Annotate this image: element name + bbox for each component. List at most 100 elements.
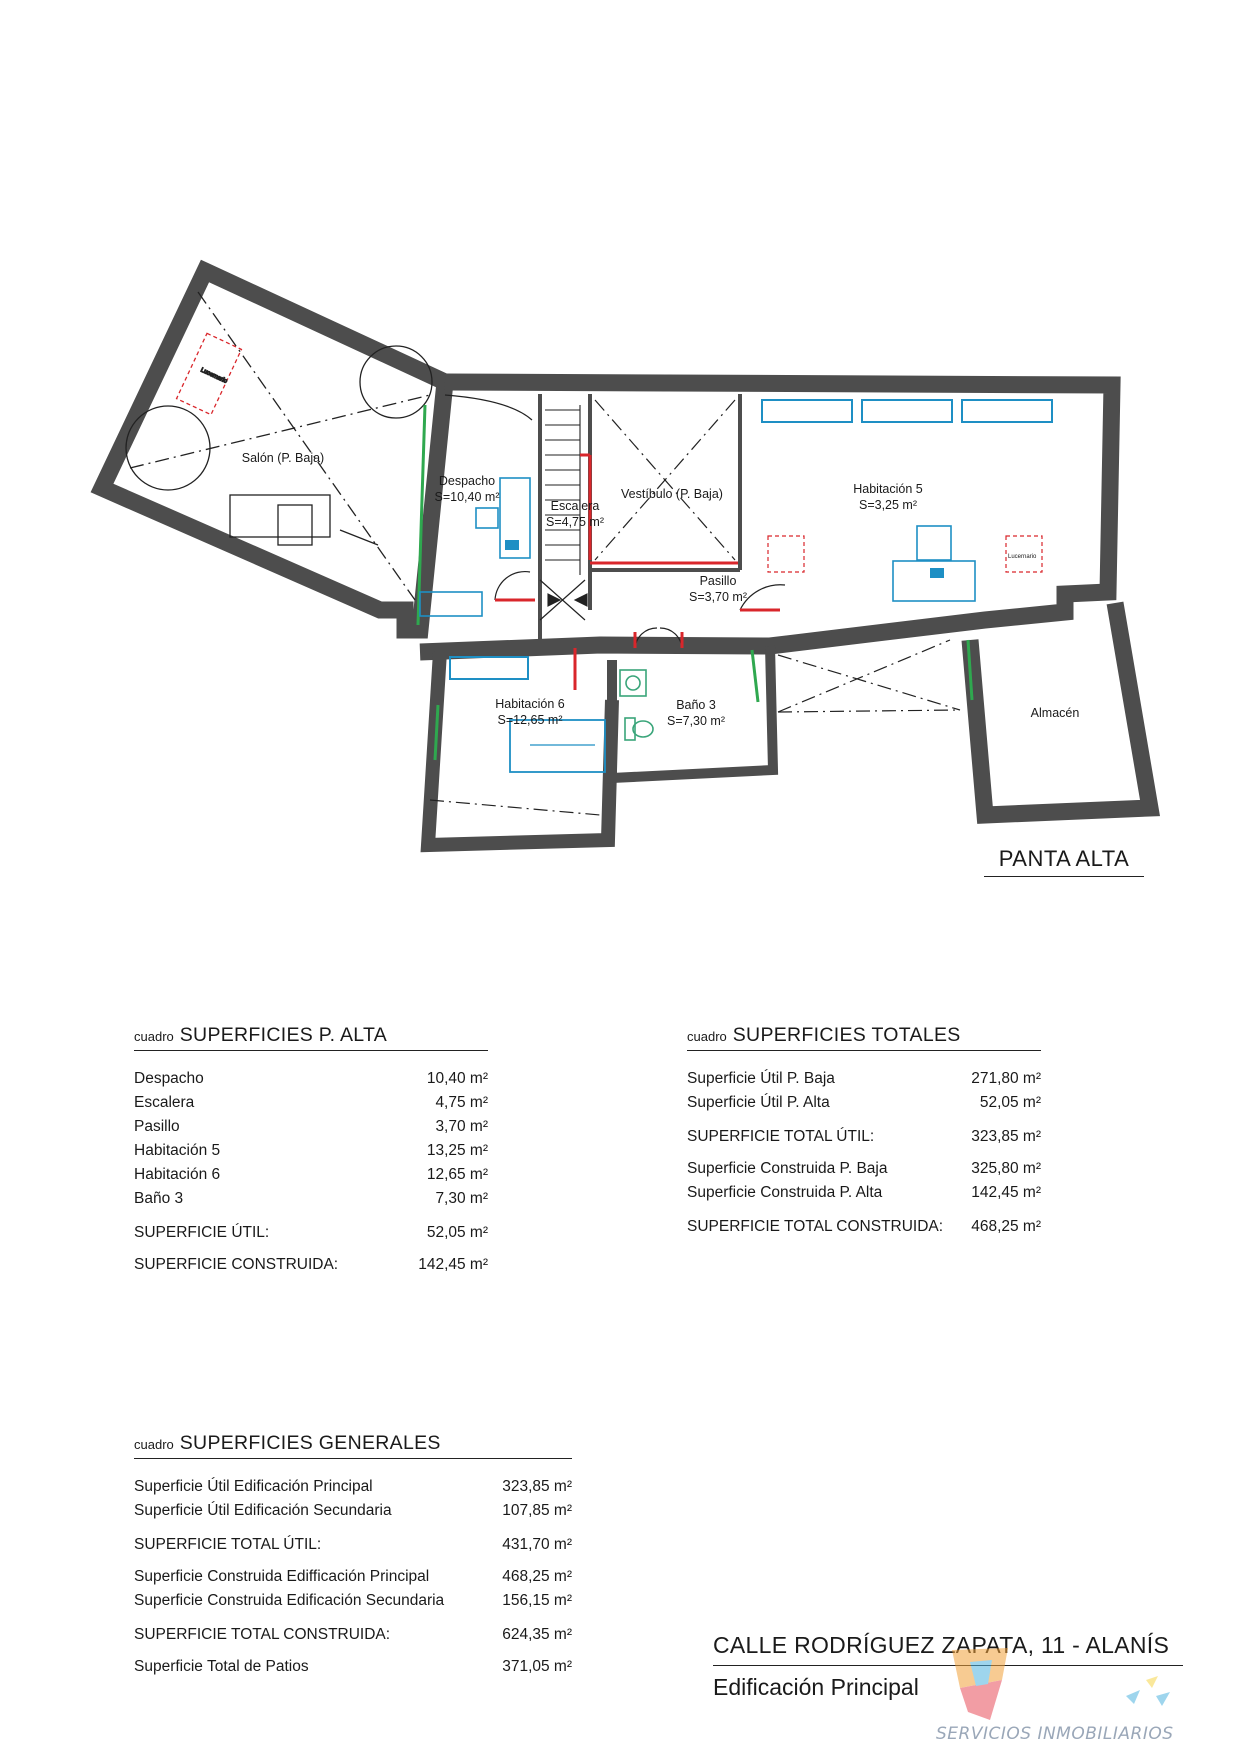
table-prefix: cuadro [134,1437,174,1452]
table-row: Habitación 5 13,25 m² [134,1139,488,1163]
skylight-label: Lucernario [1008,554,1037,560]
logo-shape [960,1680,1002,1720]
total-construida-row: SUPERFICIE TOTAL CONSTRUIDA: 624,35 m² [134,1623,572,1647]
table-title: SUPERFICIES GENERALES [179,1432,441,1454]
column-circle [125,405,211,491]
logo-icon [952,1648,1170,1720]
door-swing [739,584,786,611]
window [750,649,760,703]
bano-3-fixtures [619,669,654,741]
table-header: cuadro SUPERFICIES GENERALES [134,1432,572,1459]
total-util-row: SUPERFICIE TOTAL ÚTIL: 431,70 m² [134,1533,572,1557]
habitacion-5-details: Lucernario [739,399,1053,703]
row-label: Superficie Útil Edificación Secundaria [134,1502,392,1519]
stairs [539,405,592,621]
table-title: SUPERFICIES P. ALTA [179,1024,388,1046]
row-label: SUPERFICIE ÚTIL: [134,1224,270,1241]
label-despacho: Despacho [439,474,495,488]
row-label: SUPERFICIE CONSTRUIDA: [134,1256,339,1273]
row-label: Superficie Total de Patios [134,1658,309,1675]
sink [619,669,647,697]
table-prefix: cuadro [134,1029,174,1044]
total-util-row: SUPERFICIE ÚTIL: 52,05 m² [134,1221,488,1245]
row-label: Escalera [134,1094,195,1111]
walls [90,259,1161,853]
row-value: 431,70 m² [502,1536,572,1553]
row-label: Superficie Construida P. Baja [687,1160,888,1177]
door-swing [494,570,531,601]
window [966,639,974,701]
construida-rows: Superficie Construida Edifficación Princ… [134,1565,572,1613]
column-circle [359,345,433,419]
row-label: SUPERFICIE TOTAL CONSTRUIDA: [687,1218,944,1235]
agency-logo: SERVICIOS INMOBILIARIOS [930,1640,1230,1750]
row-value: 371,05 m² [502,1658,572,1675]
row-value: 107,85 m² [502,1502,572,1519]
row-value: 4,75 m² [435,1094,488,1111]
wall-salon [90,259,455,639]
door-swing [444,394,533,421]
row-value: 624,35 m² [502,1626,572,1643]
table-superficies-totales: cuadro SUPERFICIES TOTALES Superficie Úti… [687,1024,1041,1247]
row-label: Superficie Útil P. Baja [687,1070,835,1087]
table-row: Escalera 4,75 m² [134,1091,488,1115]
chair [277,504,313,546]
table-prefix: cuadro [687,1029,727,1044]
label-bano-3: Baño 3 [676,698,716,712]
logo-shape [1146,1676,1158,1688]
label-salon: Salón (P. Baja) [242,451,324,465]
wall-almacen [961,601,1161,824]
pasillo-doors [573,627,684,690]
row-value: 13,25 m² [426,1142,488,1159]
window-strip [961,399,1053,423]
row-label: Superficie Construida Edificación Secund… [134,1592,445,1609]
row-label: Superficie Construida P. Alta [687,1184,883,1201]
row-value: 271,80 m² [971,1070,1041,1087]
desk-hab5 [892,560,976,602]
sofa-despacho [419,591,483,617]
laptop [930,568,944,578]
plan-title: PANTA ALTA [984,846,1144,877]
label-escalera: Escalera [551,499,600,513]
table-title: SUPERFICIES TOTALES [732,1024,961,1046]
vestibulo-cross [594,399,736,561]
label-habitacion-5-area: S=3,25 m² [859,498,917,512]
label-habitacion-6: Habitación 6 [495,697,565,711]
patios-row: Superficie Total de Patios 371,05 m² [134,1655,572,1679]
label-despacho-area: S=10,40 m² [435,490,500,504]
window [433,704,440,761]
row-value: 323,85 m² [502,1478,572,1495]
label-pasillo-area: S=3,70 m² [689,590,747,604]
row-label: Pasillo [134,1118,180,1135]
label-almacen: Almacén [1031,706,1080,720]
toilet [624,717,636,741]
skylight-label: Lucernario [200,367,229,385]
row-value: 468,25 m² [971,1218,1041,1235]
row-label: Habitación 5 [134,1142,221,1159]
desk-chair [475,507,499,529]
sofa [229,494,331,538]
row-value: 52,05 m² [979,1094,1041,1111]
row-value: 142,45 m² [971,1184,1041,1201]
row-label: Despacho [134,1070,204,1087]
row-value: 156,15 m² [502,1592,572,1609]
table-superficies-generales: cuadro SUPERFICIES GENERALES Superficie Ú… [134,1432,572,1679]
label-pasillo: Pasillo [700,574,737,588]
logo-shape [1156,1692,1170,1706]
table-superficies-alta: cuadro SUPERFICIES P. ALTA Despacho 10,40 … [134,1024,488,1277]
row-value: 142,45 m² [418,1256,488,1273]
row-value: 468,25 m² [502,1568,572,1585]
table-row: Superficie Útil P. Baja 271,80 m² [687,1067,1041,1091]
table-row: Superficie Construida Edificación Secund… [134,1589,572,1613]
table-header: cuadro SUPERFICIES P. ALTA [134,1024,488,1051]
row-value: 10,40 m² [426,1070,488,1087]
label-escalera-area: S=4,75 m² [546,515,604,529]
label-habitacion-5: Habitación 5 [853,482,923,496]
wardrobe [449,656,529,680]
